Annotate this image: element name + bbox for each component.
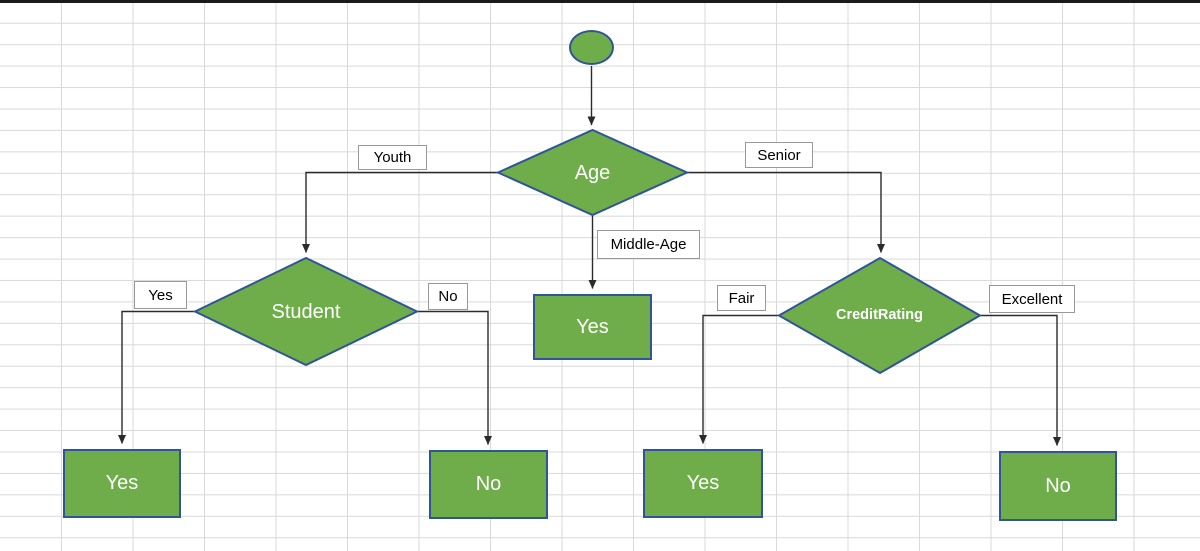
connector-age-senior-to-creditrating[interactable]: [687, 171, 885, 253]
decision-node-age[interactable]: [495, 128, 690, 217]
decision-node-creditrating[interactable]: [776, 256, 983, 375]
edge-label-text: No: [438, 288, 458, 305]
edge-label-excellent[interactable]: Excellent: [989, 285, 1075, 313]
result-label: No: [1045, 474, 1071, 497]
edge-label-text: Youth: [373, 149, 412, 166]
edge-label-youth[interactable]: Youth: [358, 145, 427, 170]
result-node-student-yes[interactable]: Yes: [63, 449, 181, 518]
connector-creditrating-excellent[interactable]: [980, 314, 1061, 446]
result-label: Yes: [686, 472, 720, 494]
result-node-fair-yes[interactable]: Yes: [643, 449, 763, 518]
edge-label-text: Excellent: [1001, 290, 1063, 308]
window-top-edge: [0, 0, 1200, 3]
edge-label-senior[interactable]: Senior: [745, 142, 813, 168]
edge-label-fair[interactable]: Fair: [717, 285, 766, 311]
result-label: Yes: [105, 472, 139, 494]
decision-node-student[interactable]: [192, 256, 420, 367]
edge-label-text: Fair: [728, 289, 755, 307]
edge-label-text: Senior: [757, 146, 801, 164]
edge-label-student-no[interactable]: No: [428, 283, 468, 310]
result-label: No: [475, 473, 502, 495]
result-node-student-no[interactable]: No: [429, 450, 548, 519]
edge-label-text: Yes: [148, 286, 173, 304]
connector-student-no[interactable]: [417, 310, 492, 445]
edge-label-middle-age[interactable]: Middle-Age: [597, 230, 700, 259]
connector-creditrating-fair[interactable]: [699, 314, 779, 444]
edge-label-text: Middle-Age: [610, 236, 687, 253]
result-node-excellent-no[interactable]: No: [999, 451, 1117, 521]
result-label: Yes: [576, 315, 609, 338]
start-node[interactable]: [569, 30, 614, 65]
connector-student-yes[interactable]: [118, 310, 195, 444]
edge-label-student-yes[interactable]: Yes: [134, 281, 187, 309]
result-node-middleage-yes[interactable]: Yes: [533, 294, 652, 360]
connector-age-youth-to-student[interactable]: [302, 171, 498, 253]
